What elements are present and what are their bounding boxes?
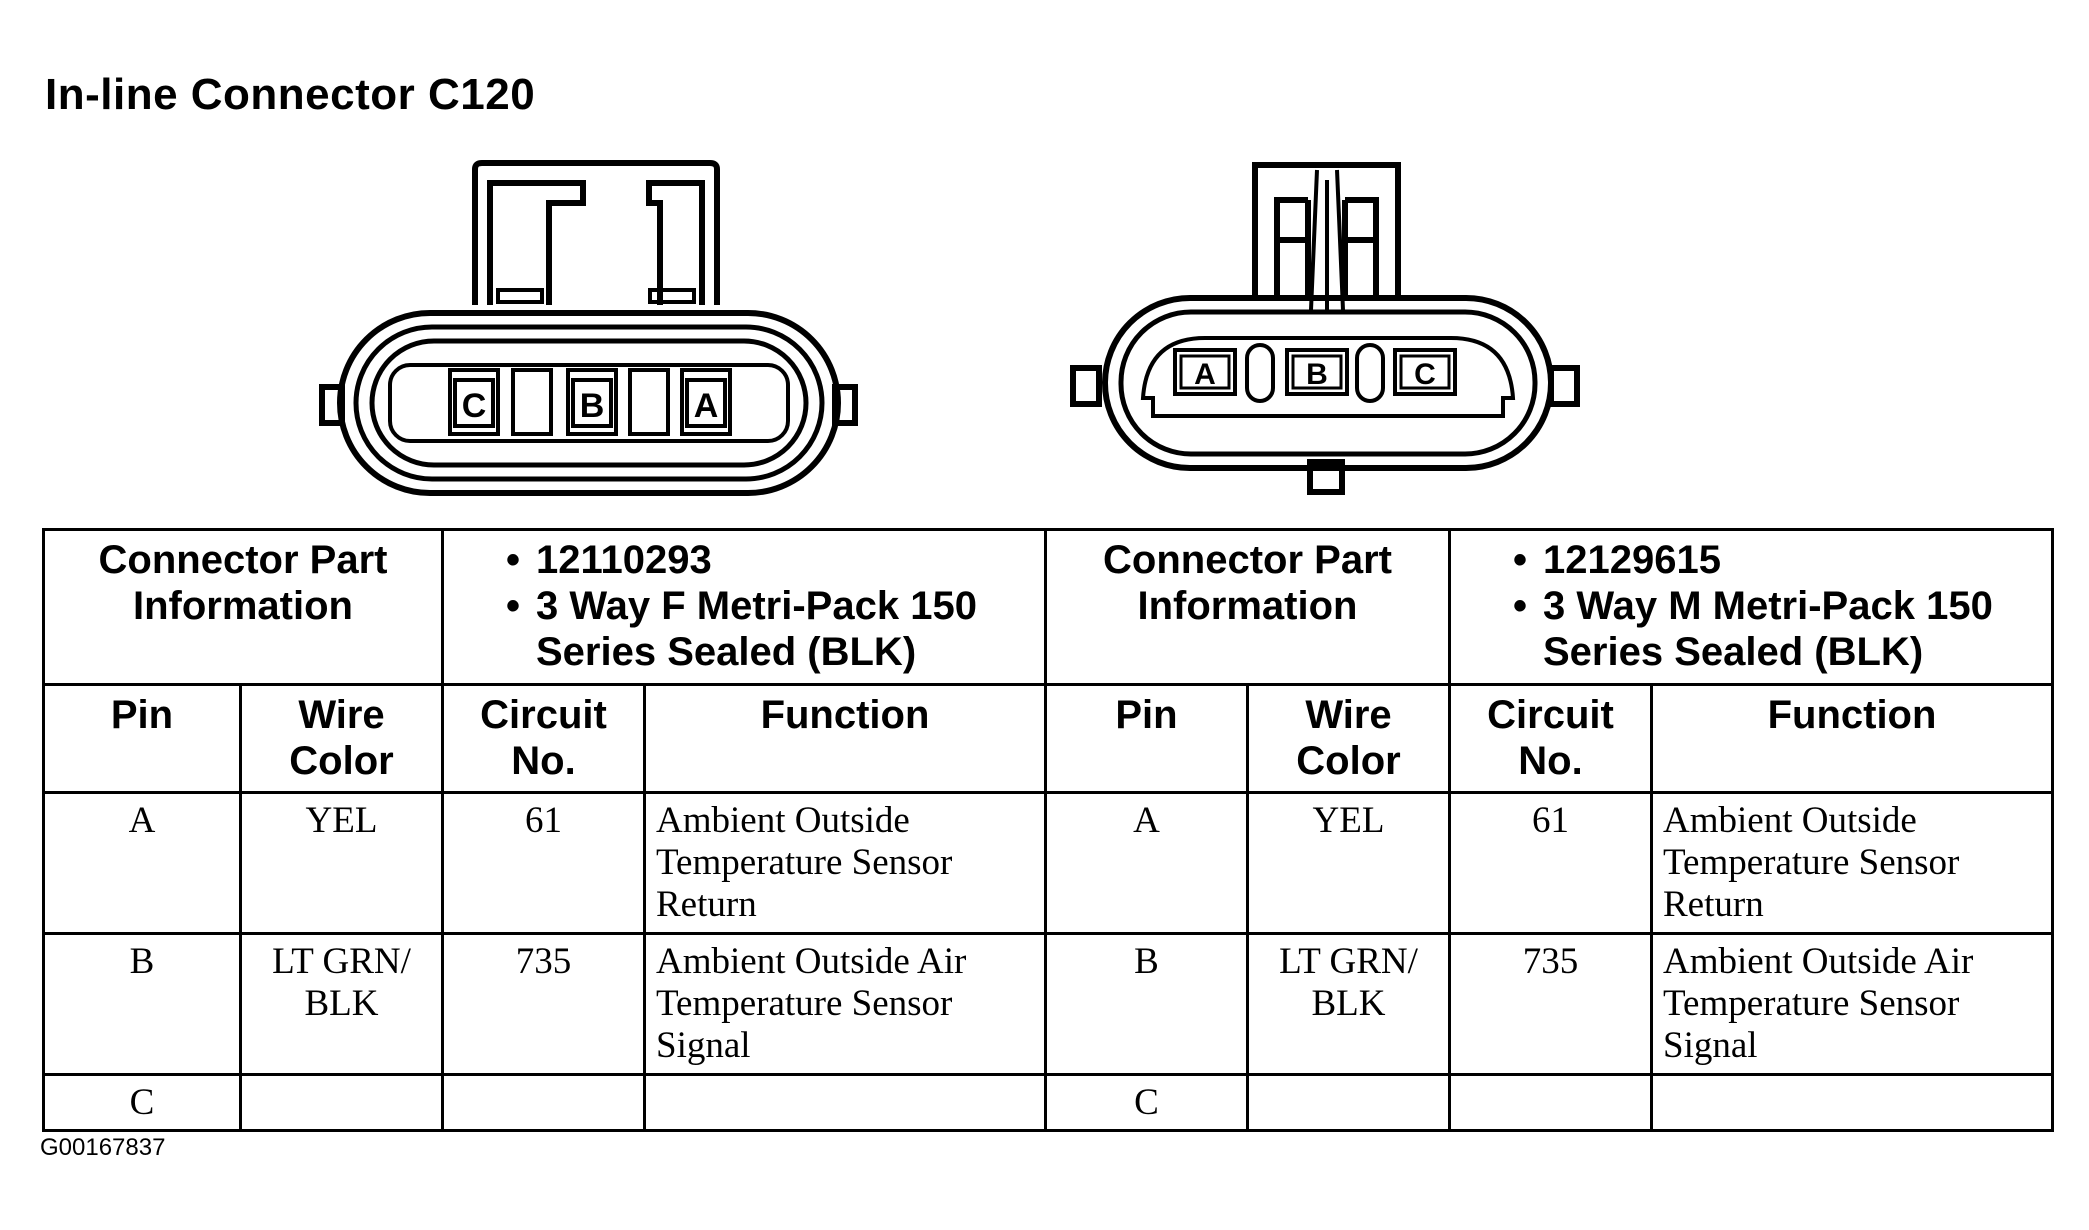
- pin-cell: B: [42, 932, 242, 1076]
- page-title: In-line Connector C120: [45, 70, 536, 119]
- bullet: •: [506, 538, 521, 582]
- circuit-cell: [1448, 1073, 1653, 1132]
- part-info-header: Connector Part Information: [42, 528, 444, 686]
- pin-cell: A: [42, 791, 242, 935]
- terminal-label: C: [1414, 358, 1436, 391]
- terminal-label: B: [1306, 358, 1328, 391]
- wire-color-cell: [1246, 1073, 1451, 1132]
- bullet: •: [1513, 538, 1528, 582]
- part-info-row: Connector Part Information • 12110293 • 3 …: [42, 528, 2055, 686]
- part-description: 3 Way M Metri-Pack 150: [1543, 584, 1993, 628]
- table-row: C C: [42, 1073, 2055, 1132]
- bullet: •: [506, 584, 521, 628]
- col-header-pin: Pin: [1044, 683, 1249, 794]
- part-number: 12129615: [1543, 538, 1721, 582]
- part-number: 12110293: [536, 538, 712, 582]
- cavity-label: B: [580, 387, 605, 425]
- wire-color-cell: LT GRN/BLK: [239, 932, 444, 1076]
- function-cell: [643, 1073, 1047, 1132]
- function-cell: [1649, 1073, 2055, 1132]
- wire-color-cell: [239, 1073, 444, 1132]
- figure-id: G00167837: [40, 1134, 166, 1161]
- part-description-cont: Series Sealed (BLK): [536, 630, 917, 674]
- part-info-value: • 12110293 • 3 Way F Metri-Pack 150 Series…: [441, 528, 1047, 686]
- col-header-function: Function: [1649, 683, 2055, 794]
- pin-cell: B: [1044, 932, 1249, 1076]
- bullet: •: [1513, 584, 1528, 628]
- wire-color-cell: YEL: [239, 791, 444, 935]
- pin-cell: C: [42, 1073, 242, 1132]
- male-connector-diagram: A B C: [1070, 162, 1580, 495]
- pin-cell: C: [1044, 1073, 1249, 1132]
- part-info-header: Connector Part Information: [1044, 528, 1451, 686]
- part-info-value: • 12129615 • 3 Way M Metri-Pack 150 Series…: [1447, 528, 2055, 686]
- circuit-cell: 735: [1448, 932, 1653, 1076]
- part-description: 3 Way F Metri-Pack 150: [536, 584, 977, 628]
- terminal-label: A: [1194, 358, 1216, 391]
- cavity-label: A: [694, 387, 719, 425]
- female-connector-diagram: C B A: [319, 160, 858, 496]
- circuit-cell: 61: [441, 791, 646, 935]
- circuit-cell: [441, 1073, 646, 1132]
- circuit-cell: 61: [1448, 791, 1653, 935]
- wire-color-cell: YEL: [1246, 791, 1451, 935]
- col-header-pin: Pin: [42, 683, 242, 794]
- connector-pinout-table: Connector Part Information • 12110293 • 3 …: [42, 528, 2055, 1132]
- cavity-label: C: [462, 387, 487, 425]
- part-description-cont: Series Sealed (BLK): [1543, 630, 1924, 674]
- wire-color-cell: LT GRN/BLK: [1246, 932, 1451, 1076]
- pin-cell: A: [1044, 791, 1249, 935]
- circuit-cell: 735: [441, 932, 646, 1076]
- col-header-function: Function: [643, 683, 1047, 794]
